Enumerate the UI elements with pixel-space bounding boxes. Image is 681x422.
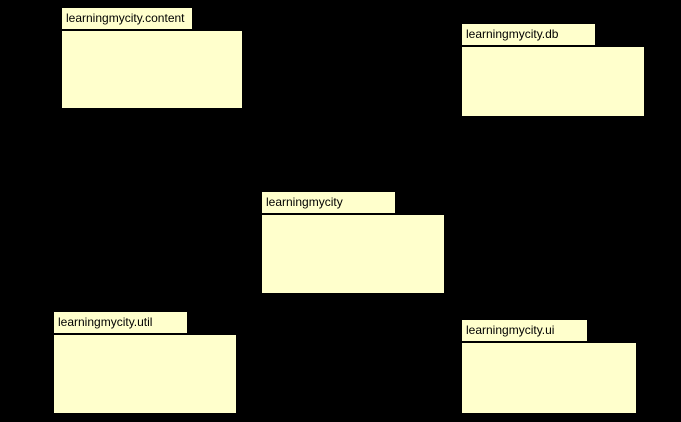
package-body xyxy=(61,30,243,109)
package-body xyxy=(461,342,637,414)
package-tab-label: learningmycity.ui xyxy=(461,319,588,342)
package-tab-label: learningmycity xyxy=(261,191,396,214)
package-tab-label: learningmycity.db xyxy=(461,23,596,46)
package-tab-label: learningmycity.util xyxy=(53,311,188,334)
package-body xyxy=(53,334,237,414)
package-body xyxy=(461,46,645,117)
package-body xyxy=(261,214,445,294)
package-tab-label: learningmycity.content xyxy=(61,7,193,30)
